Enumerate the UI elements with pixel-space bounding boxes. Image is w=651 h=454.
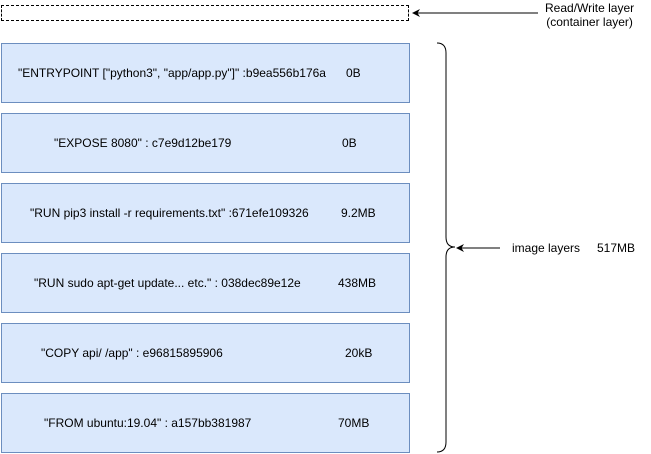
image-layers-total-size: 517MB: [597, 241, 636, 255]
image-layer-entrypoint: "ENTRYPOINT ["python3", "app/app.py"]" :…: [1, 43, 410, 103]
rw-layer-label: Read/Write layer (container layer): [545, 1, 634, 29]
rw-layer-label-line2: (container layer): [546, 15, 633, 29]
image-layers-brace: [436, 42, 456, 453]
image-layer-run-pip: "RUN pip3 install -r requirements.txt" :…: [1, 183, 410, 243]
layer-command: "RUN sudo apt-get update... etc." : 038d…: [34, 276, 301, 290]
layer-command: "RUN pip3 install -r requirements.txt" :…: [30, 206, 309, 220]
layer-command: "COPY api/ /app" : e96815895906: [41, 346, 223, 360]
layer-size: 0B: [346, 66, 361, 80]
layer-command: "FROM ubuntu:19.04" : a157bb381987: [44, 416, 252, 430]
layer-command: "ENTRYPOINT ["python3", "app/app.py"]" :…: [18, 66, 326, 80]
image-layers-label: image layers: [512, 241, 581, 255]
layer-size: 0B: [342, 136, 357, 150]
layer-size: 9.2MB: [341, 206, 376, 220]
image-layer-expose: "EXPOSE 8080" : c7e9d12be179 0B: [1, 113, 410, 173]
layer-command: "EXPOSE 8080" : c7e9d12be179: [54, 136, 232, 150]
layer-size: 438MB: [338, 276, 377, 290]
layer-size: 20kB: [345, 346, 373, 360]
image-layer-from: "FROM ubuntu:19.04" : a157bb381987 70MB: [1, 393, 410, 453]
image-layer-run-apt: "RUN sudo apt-get update... etc." : 038d…: [1, 253, 410, 313]
layer-size: 70MB: [338, 416, 370, 430]
rw-layer-label-line1: Read/Write layer: [545, 1, 635, 15]
read-write-layer-box: [1, 5, 409, 21]
image-layer-copy: "COPY api/ /app" : e96815895906 20kB: [1, 323, 410, 383]
